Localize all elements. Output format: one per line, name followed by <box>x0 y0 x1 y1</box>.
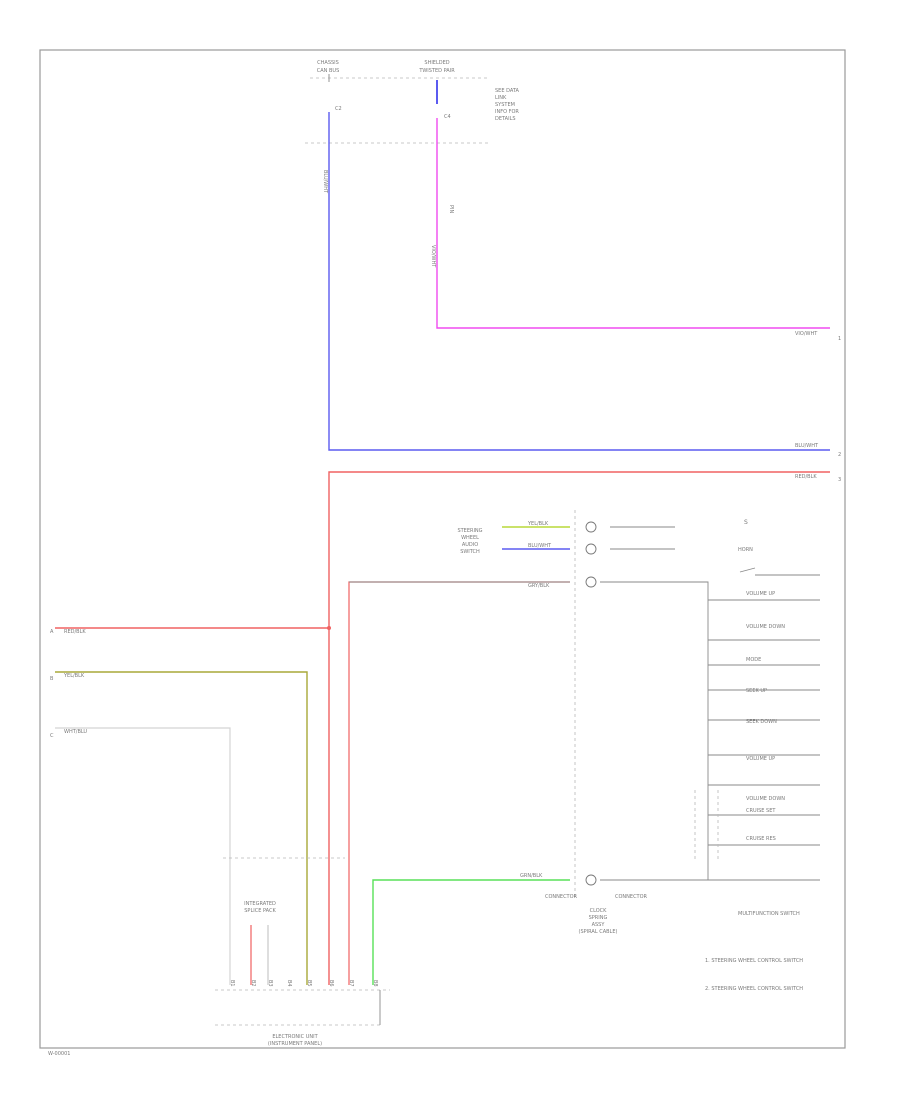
top-right-label-2: TWISTED PAIR <box>418 68 455 74</box>
switch-indicator: S <box>744 519 748 526</box>
top-left-pin: C2 <box>335 106 342 112</box>
white-wire <box>55 727 231 985</box>
switch-stack: S HORN VOLUME UP VOLUME DOWN MODE SEEK U… <box>694 519 820 917</box>
blue-wire-label-vert: BLU/WHT <box>322 170 328 194</box>
footer-code: W-00001 <box>48 1051 70 1057</box>
top-right-pin: C4 <box>444 114 451 120</box>
left-ref-a: A <box>50 629 54 635</box>
horn-switch-contact <box>739 567 756 573</box>
left-red-label: RED/BLK <box>64 629 86 635</box>
cs-name-4: (SPIRAL CABLE) <box>579 929 618 935</box>
note-line-4: INFO FOR <box>495 109 519 115</box>
note-line-3: SYSTEM <box>495 102 515 108</box>
offpage-ref-1: 1 <box>838 336 841 342</box>
green-wire <box>372 879 570 985</box>
cs-name-1: CLOCK <box>590 908 608 914</box>
connector-symbol-4 <box>585 874 597 886</box>
top-left-label-2: CAN BUS <box>317 68 340 74</box>
blue-wire-label: BLU/WHT <box>795 443 819 449</box>
note-line-5: DETAILS <box>495 116 516 122</box>
legend: 1. STEERING WHEEL CONTROL SWITCH 2. STEE… <box>705 958 803 992</box>
bsw-label: BLU/WHT <box>528 543 552 549</box>
cs-name-2: SPRING <box>589 915 608 921</box>
magenta-wire-label-vert: VIO/WHT <box>430 245 436 268</box>
pin-b1: B1 <box>229 980 235 987</box>
splice-label-1: INTEGRATED <box>244 901 276 907</box>
left-white-label: WHT/BLU <box>64 729 87 735</box>
splice-label-2: SPLICE PACK <box>244 908 276 914</box>
note-line-2: LINK <box>495 95 507 101</box>
top-connector: CHASSIS CAN BUS SHIELDED TWISTED PAIR SE… <box>305 60 520 144</box>
red-splice-dot <box>327 626 331 630</box>
cs-loop <box>600 581 709 881</box>
side-label-4: SWITCH <box>460 549 480 555</box>
pin-b3: B3 <box>267 980 273 987</box>
offpage-ref-3: 3 <box>838 477 841 483</box>
left-ref-b: B <box>50 676 54 682</box>
switch-label-1: VOLUME UP <box>746 591 775 597</box>
ygw-label: YEL/BLK <box>527 521 549 527</box>
left-ref-c: C <box>50 733 54 739</box>
top-right-label-1: SHIELDED <box>424 60 449 66</box>
connector-symbol-2 <box>585 543 597 555</box>
pin-b2: B2 <box>250 980 256 987</box>
switch-label-5: SEEK DOWN <box>746 719 777 725</box>
blue-wire <box>328 112 830 451</box>
switch-label-6: VOLUME UP <box>746 756 775 762</box>
cs-right-pin: CONNECTOR <box>615 894 648 900</box>
left-olive-label: YEL/BLK <box>63 673 85 679</box>
magenta-wire-label: VIO/WHT <box>795 331 818 337</box>
switch-label-4: SEEK UP <box>746 688 767 694</box>
side-label-3: AUDIO <box>462 542 478 548</box>
switch-label-7: VOLUME DOWN <box>746 796 785 802</box>
legend-line-1: 1. STEERING WHEEL CONTROL SWITCH <box>705 958 803 964</box>
module-caption-1: ELECTRONIC UNIT <box>272 1034 318 1040</box>
legend-line-2: 2. STEERING WHEEL CONTROL SWITCH <box>705 986 803 992</box>
horn-switch-label: HORN <box>738 547 753 553</box>
lower-module: INTEGRATED SPLICE PACK B1 B2 B3 B4 B5 B6… <box>215 857 390 1047</box>
cs-left-pin: CONNECTOR <box>545 894 578 900</box>
magenta-mark: PIN <box>448 205 454 213</box>
magenta-wire <box>436 118 830 329</box>
red-wire-label: RED/BLK <box>795 474 817 480</box>
red-wire <box>328 471 830 985</box>
olive-wire <box>55 671 308 985</box>
top-left-label-1: CHASSIS <box>317 60 339 66</box>
pin-b5: B5 <box>306 980 312 987</box>
cs-name-3: ASSY <box>592 922 606 928</box>
red-wire-2 <box>348 581 570 985</box>
switch-label-9: CRUISE RES <box>746 836 776 842</box>
clock-spring: YEL/BLK BLU/WHT STEERING WHEEL AUDIO SWI… <box>457 510 709 935</box>
pin-b8: B8 <box>372 980 378 987</box>
green-wire-label: GRN/BLK <box>520 873 543 879</box>
side-label-1: STEERING <box>457 528 482 534</box>
connector-symbol-3 <box>585 576 597 588</box>
offpage-ref-2: 2 <box>838 452 841 458</box>
switch-label-8: CRUISE SET <box>746 808 776 814</box>
gray-label-top: GRY/BLK <box>528 583 550 589</box>
pin-b4: B4 <box>286 980 292 987</box>
module-caption-2: (INSTRUMENT PANEL) <box>268 1041 322 1047</box>
switch-label-3: MODE <box>746 657 761 663</box>
note-line-1: SEE DATA <box>495 88 520 94</box>
pin-b6: B6 <box>328 980 334 987</box>
side-label-2: WHEEL <box>461 535 479 541</box>
pin-b7: B7 <box>348 980 354 987</box>
switch-label-2: VOLUME DOWN <box>746 624 785 630</box>
page-frame <box>39 49 846 1049</box>
connector-symbol-1 <box>585 521 597 533</box>
multifunction-title: MULTIFUNCTION SWITCH <box>738 911 800 917</box>
